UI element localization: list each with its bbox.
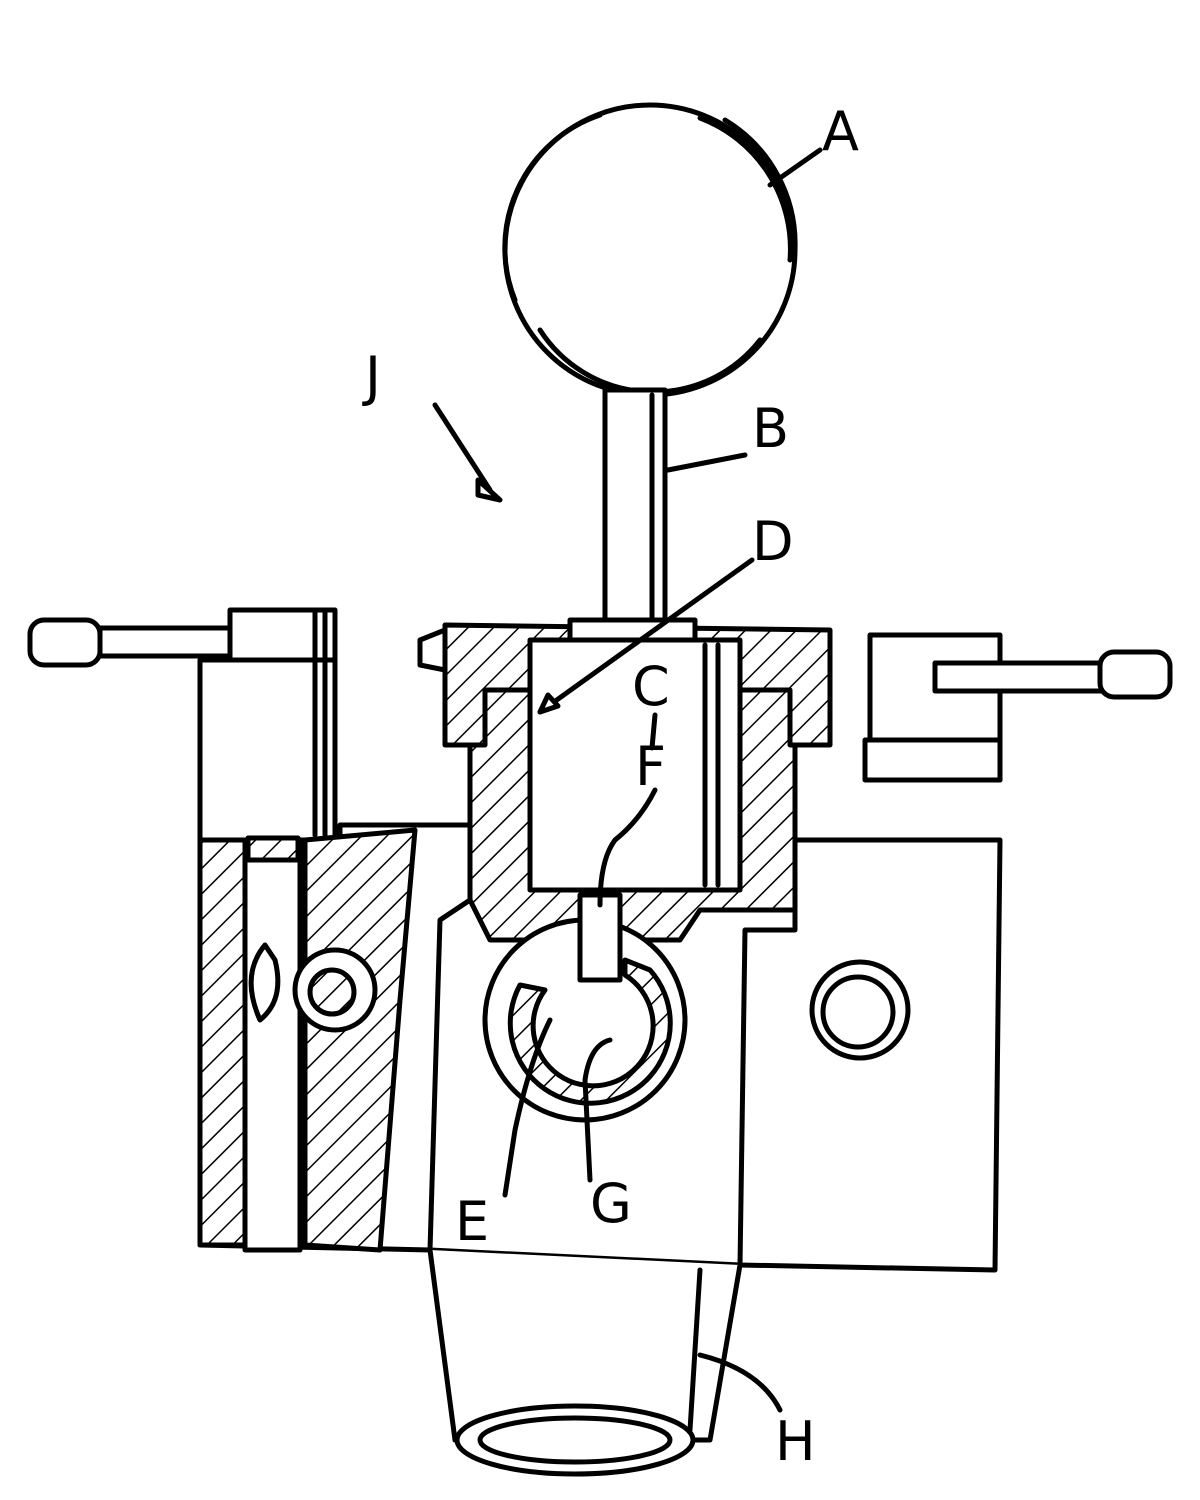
label-e: E <box>455 1190 489 1253</box>
left-handle <box>30 610 335 840</box>
label-h: H <box>775 1410 816 1473</box>
stem <box>605 390 665 625</box>
label-j: J <box>362 345 381 408</box>
right-handle <box>865 635 1170 780</box>
label-f: F <box>635 735 666 798</box>
label-a: A <box>822 100 859 163</box>
label-c: C <box>632 655 670 718</box>
label-b: B <box>752 397 789 460</box>
label-d: D <box>752 510 794 573</box>
ball-knob <box>505 105 795 395</box>
label-g: G <box>590 1172 632 1235</box>
